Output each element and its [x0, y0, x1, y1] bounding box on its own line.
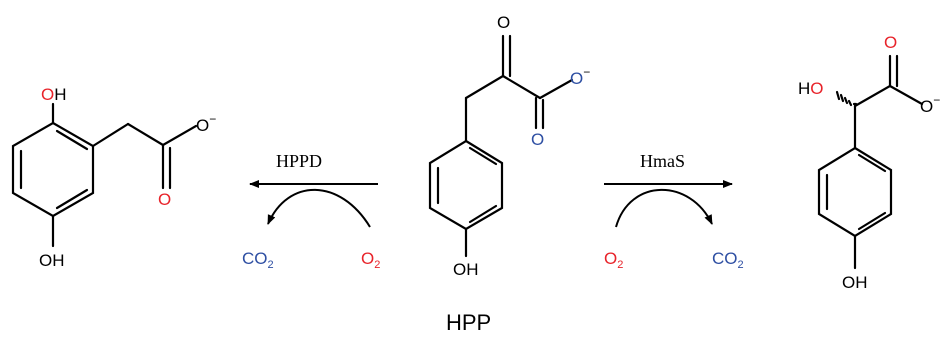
hydroxyl-bottom-label: OH: [39, 251, 65, 270]
hppd-cofactor-arrow: [267, 188, 371, 228]
co2-label-right: CO2: [712, 249, 744, 271]
hpp-structure: [428, 34, 574, 258]
carbonyl-oxygen-label: O: [158, 190, 171, 209]
mandelate-hydroxyl-label: OH: [842, 273, 868, 292]
o2-label-right: O2: [604, 249, 623, 271]
enzyme-label-hppd: HPPD: [276, 151, 322, 171]
enzyme-label-hmas: HmaS: [640, 151, 685, 171]
hydroxymandelate-structure: [817, 54, 924, 270]
alpha-hydroxyl-label: HO: [798, 79, 824, 98]
mandelate-carbonyl-oxygen-label: O: [884, 33, 897, 52]
o2-label-left: O2: [361, 249, 380, 271]
hpp-carboxylate-oxygen-label: O−: [570, 65, 590, 88]
hydroxyl-top-label: OH: [41, 85, 67, 104]
hpp-hydroxyl-label: OH: [453, 260, 479, 279]
carboxylate-oxygen-label: O−: [196, 112, 216, 135]
homogentisate-structure: [11, 102, 198, 248]
compound-label-hpp: HPP: [446, 310, 491, 335]
hmas-cofactor-arrow: [615, 188, 713, 228]
mandelate-carboxylate-oxygen-label: O−: [920, 93, 940, 116]
ketone-oxygen-label: O: [497, 13, 510, 32]
hpp-carbonyl-oxygen-label: O: [531, 130, 544, 149]
co2-label-left: CO2: [242, 249, 274, 271]
